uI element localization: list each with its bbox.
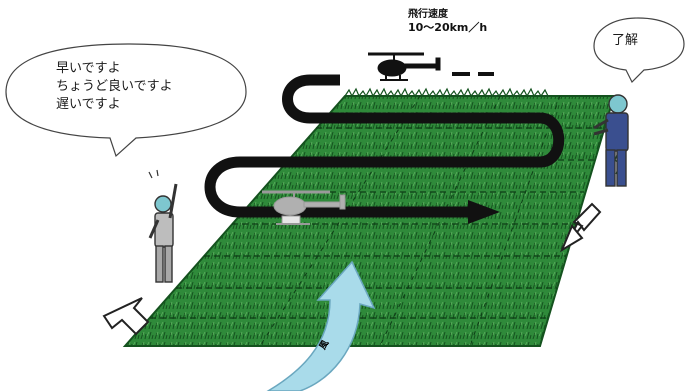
right-bubble-text: 了解	[612, 33, 639, 48]
speech-line-fast: 早いですよ	[56, 61, 121, 76]
walk-direction-arrow-right-icon	[559, 202, 602, 253]
right-flagger-figure	[593, 94, 629, 187]
flight-speed-value: 10～20km／h	[408, 21, 488, 34]
helicopter-top-icon	[368, 52, 441, 81]
flight-speed-title: 飛行速度	[408, 9, 448, 20]
right-speech-bubble	[593, 17, 685, 84]
wind-arrow-icon	[266, 260, 376, 391]
left-speech-bubble	[5, 43, 247, 158]
flight-path-arrowhead	[468, 200, 500, 224]
speech-line-slow: 遅いですよ	[56, 97, 121, 112]
flight-speed-label: 飛行速度 10～20km／h	[408, 8, 487, 34]
left-flagger-figure	[148, 169, 178, 283]
walk-direction-arrow-left-icon	[102, 297, 150, 336]
flight-path	[204, 74, 565, 218]
left-bubble-text: 早いですよ ちょうど良いですよ 遅いですよ	[56, 60, 226, 114]
speech-line-just-right: ちょうど良いですよ	[56, 79, 173, 94]
helicopter-spraying-icon	[262, 190, 346, 225]
